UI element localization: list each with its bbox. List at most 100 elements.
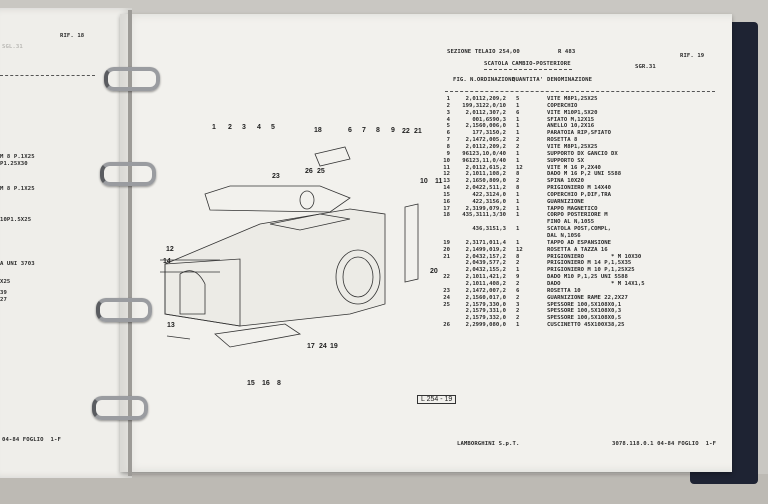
part-description: ROSETTA 10	[547, 287, 581, 294]
part-fig: 9	[446, 150, 450, 157]
footer-ref: 3078.118.0.1 04-84 FOGLIO 1-F	[612, 441, 717, 447]
left-page-footer: 04-84 FOGLIO 1-F	[2, 437, 61, 443]
rear-bearing-bore	[335, 249, 381, 305]
part-description: SPESSORE 100,5X108X0,5	[547, 315, 622, 322]
part-quantity: 2	[516, 315, 520, 322]
part-description: GUARNIZIONE RAME 22,2X27	[547, 294, 628, 301]
part-quantity: 1	[516, 191, 520, 198]
part-order-number: 2,2999,080,0	[465, 322, 506, 329]
callout-number: 16	[262, 380, 270, 387]
part-fig: 13	[443, 178, 450, 185]
callout-number: 7	[362, 127, 366, 134]
part-order-number: 2,3199,079,2	[465, 205, 506, 212]
part-order-number: 177,3150,2	[472, 130, 506, 137]
callout-number: 15	[247, 380, 255, 387]
part-fig: 5	[446, 123, 450, 130]
part-description: PRIGIONIERO M 14 P,1,5X35	[547, 260, 632, 267]
part-description: SUPPORTO SX	[547, 157, 585, 164]
part-description: SPESSORE 100,5X108X0,3	[547, 308, 622, 315]
part-description: TAPPO AD ESPANSIONE	[547, 239, 611, 246]
part-fig: 6	[446, 130, 450, 137]
callout-number: 19	[330, 343, 338, 350]
callout-number: 13	[167, 322, 175, 329]
callout-number: 24	[319, 343, 327, 350]
part-fig: 2	[446, 102, 450, 109]
part-order-number: 2,1650,809,0	[465, 178, 506, 185]
part-quantity: 1	[516, 212, 520, 219]
part-fig: 3	[446, 109, 450, 116]
callout-number: 2	[228, 124, 232, 131]
part-description: SFIATO M,12X15	[547, 116, 595, 123]
left-fragment: X25	[0, 279, 11, 285]
part-quantity: 1	[516, 102, 520, 109]
part-description: PARATOIA RIP,SFIATO	[547, 130, 611, 137]
left-page-ref: RIF. 18	[60, 33, 85, 39]
part-quantity: 1	[516, 157, 520, 164]
part-description: PRIGIONIERO * M 10X30	[547, 253, 642, 260]
header-divider	[445, 91, 715, 92]
part-quantity: 1	[516, 198, 520, 205]
part-quantity: 1	[516, 130, 520, 137]
part-quantity: 8	[516, 253, 520, 260]
part-quantity: 2	[516, 178, 520, 185]
part-fig: 12	[443, 171, 450, 178]
part-fig: 4	[446, 116, 450, 123]
side-support-bracket	[404, 203, 419, 283]
binder-ring	[100, 162, 156, 186]
footer-company: LAMBORGHINI S.p.T.	[457, 441, 520, 447]
binder-spine	[128, 10, 132, 476]
part-quantity: 2	[516, 260, 520, 267]
part-fig: 15	[443, 191, 450, 198]
binder-ring	[104, 67, 160, 91]
callout-number: 3	[242, 124, 246, 131]
part-fig: 26	[443, 322, 450, 329]
part-description: CUSCINETTO 45X100X38,25	[547, 322, 625, 329]
callout-number: 18	[314, 127, 322, 134]
callout-number: 9	[391, 127, 395, 134]
part-description: SCATOLA POST,COMPL,	[547, 226, 611, 233]
callout-number: 20	[430, 268, 438, 275]
part-order-number: 2,1011,108,2	[465, 171, 506, 178]
part-quantity: 6	[516, 109, 520, 116]
part-order-number: 2,1011,408,2	[465, 280, 506, 287]
part-order-number: 2,1472,005,2	[465, 137, 506, 144]
callout-number: 12	[166, 246, 174, 253]
part-description: PRIGIONIERO M 14X40	[547, 185, 611, 192]
part-order-number: 2,0112,209,2	[465, 143, 506, 150]
left-fragment: M 8 P.1X25	[0, 186, 35, 192]
part-quantity: 1	[516, 322, 520, 329]
part-description: GUARNIZIONE	[547, 198, 585, 205]
part-order-number: 2,1579,331,0	[465, 308, 506, 315]
part-quantity: 1	[516, 239, 520, 246]
part-fig: 1	[446, 96, 450, 102]
left-fragment: P1.25X30	[0, 161, 28, 167]
part-quantity: 1	[516, 205, 520, 212]
part-order-number: 2,0432,155,2	[465, 267, 506, 274]
part-order-number: 96123,10,0/40	[462, 150, 506, 157]
part-quantity: 9	[516, 274, 520, 281]
housing-front-face	[164, 258, 241, 327]
part-quantity: 6	[516, 287, 520, 294]
part-order-number: 422,3124,0	[472, 191, 506, 198]
part-description: TAPPO MAGNETICO	[547, 205, 598, 212]
callout-number: 8	[376, 127, 380, 134]
part-quantity: 8	[516, 185, 520, 192]
part-description: VITE M8P1,25X25	[547, 96, 598, 102]
callout-number: 8	[277, 380, 281, 387]
part-quantity: 2	[516, 280, 520, 287]
part-order-number: 435,3111,3/30	[462, 212, 506, 219]
part-fig: 14	[443, 185, 450, 192]
callout-number: 23	[272, 173, 280, 180]
part-fig: 17	[443, 205, 450, 212]
callout-number: 14	[163, 258, 171, 265]
page-ref: RIF. 19	[680, 53, 705, 59]
left-fragment: A UNI 3703	[0, 261, 35, 267]
part-description: ROSETTA A TAZZA 16	[547, 246, 608, 253]
binder-ring	[96, 298, 152, 322]
part-description: DADO M 16 P,2 UNI 5588	[547, 171, 622, 178]
callout-number: 17	[307, 343, 315, 350]
part-quantity: 1	[516, 267, 520, 274]
part-fig: 21	[443, 253, 450, 260]
part-order-number: 2,1011,421,2	[465, 274, 506, 281]
part-order-number: 2,0112,307,2	[465, 109, 506, 116]
